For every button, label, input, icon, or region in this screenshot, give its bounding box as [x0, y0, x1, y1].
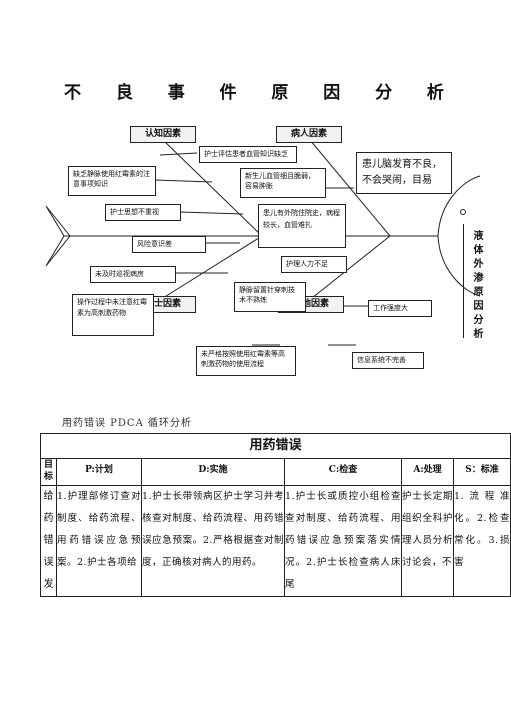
pdca-table: 用药错误 目标 P:计划 D:实施 C:检查 A:处理 S：标准 给 药 错 误…: [39, 433, 511, 597]
fishbone-head: [437, 175, 481, 297]
cause-risk: 风险意识差: [132, 236, 206, 253]
pdca-table-title: 用药错误: [39, 433, 511, 459]
col-plan: P:计划: [56, 458, 142, 486]
cause-assess-vessel: 护士评估患者血管知识缺乏: [199, 146, 297, 163]
cause-not-follow: 未严格按照使用红霉素等高刺激药物的使用流程: [196, 346, 296, 376]
category-patient: 病人因素: [276, 126, 342, 143]
col-check: C:检查: [284, 458, 402, 486]
title-char: 析: [426, 83, 444, 103]
title-char: 事: [167, 83, 185, 103]
cause-ideology: 护士思想不重视: [105, 204, 181, 221]
cell-act: 护士长定期组织全科护理人员分析讨论会，不: [401, 485, 454, 597]
fishbone-head-label: 液 体 外 渗 原 因 分 析: [463, 224, 493, 340]
cause-lack-knowledge: 缺乏静脉使用红霉素的注意事项知识: [68, 166, 156, 196]
title-char: 不: [64, 83, 81, 103]
table-row: 给 药 错 误 发 1.护理部修订查对制度、给药流程、用药错误应急预案。2.护士…: [40, 485, 511, 597]
title-char: 分: [375, 83, 393, 103]
page-title: 不 良 事 件 原 因 分 析: [64, 78, 444, 103]
title-char: 因: [323, 83, 341, 103]
col-target: 目标: [40, 458, 57, 486]
cause-not-patrol: 未及时巡视病房: [90, 266, 176, 283]
cause-newborn-vessel: 新生儿血管细且脆弱，容易肿胀: [240, 168, 326, 198]
cell-do: 1.护士长带领病区护士学习并考核查对制度、给药流程、用药错误应急预案。2.严格根…: [141, 485, 285, 597]
pdca-section-title: 用药错误 PDCA 循环分析: [62, 418, 192, 429]
cause-workload: 工作强度大: [368, 300, 432, 317]
col-act: A:处理: [401, 458, 454, 486]
title-char: 良: [115, 83, 133, 103]
category-cognition: 认知因素: [130, 126, 196, 143]
fishbone-diagram: [45, 139, 481, 346]
cell-target: 给 药 错 误 发: [40, 485, 57, 597]
cause-operation: 操作过程中未注意红霉素为高刺激药物: [72, 294, 154, 336]
cell-plan: 1.护理部修订查对制度、给药流程、用药错误应急预案。2.护士各项给: [56, 485, 142, 597]
col-standard: S：标准: [452, 458, 511, 486]
col-do: D:实施: [141, 458, 285, 486]
cause-fixation: 静脉留置针穿刺技术不熟练: [234, 282, 306, 312]
cell-check: 1.护士长或质控小组检查查对制度、给药流程、用药错误应急预案落实情况。2.护士长…: [284, 485, 402, 597]
rib-cognition: [162, 139, 263, 237]
title-char: 件: [219, 83, 237, 103]
rib-other: [311, 235, 391, 299]
rib-nurse: [162, 235, 263, 299]
cause-manpower: 护理人力不足: [281, 256, 347, 273]
cause-history: 患儿有外院住院史，病程较长，血管难扎: [258, 204, 346, 248]
fishbone-eye: [460, 209, 466, 215]
title-char: 原: [271, 83, 289, 103]
cause-info-system: 信息系统不完善: [352, 352, 424, 369]
fishbone-tail: [45, 205, 71, 267]
cause-cerebral-palsy: 患儿脑发育不良，不会哭闹，目易: [356, 152, 452, 194]
cell-standard: 1.流程准化。2.检查常化。3.损害: [452, 485, 511, 597]
